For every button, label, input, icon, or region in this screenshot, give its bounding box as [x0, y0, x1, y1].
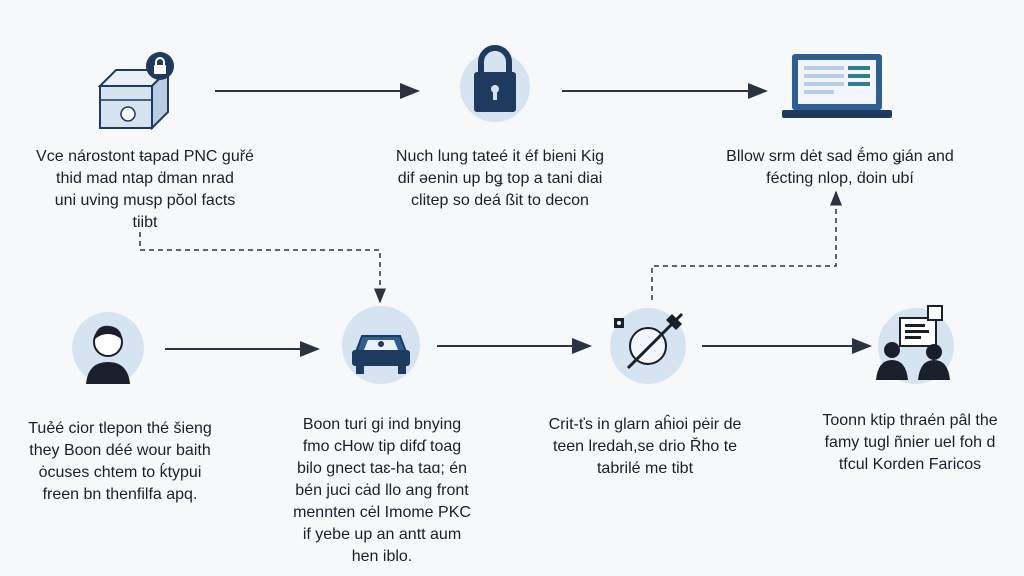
box-with-lock-icon — [92, 48, 192, 133]
step-6-text: Crit-ťs in glarn aĥioi pėir de teen lred… — [548, 416, 742, 477]
step-4-text: Tuẻé cior tlepon thé šieng they Boon déé… — [28, 420, 212, 503]
user-icon — [72, 312, 144, 384]
dashed-connector-1-5 — [139, 232, 386, 304]
dashed-connector-6-3 — [651, 190, 842, 300]
step-5-text: Boon turi gi ind bnying fmo cHow tip dif… — [293, 416, 471, 565]
padlock-icon — [470, 40, 520, 118]
car-icon — [342, 306, 420, 384]
tool-icon — [606, 304, 690, 388]
step-3-text: Bllow srm dėt sad ḗmo ǥián and fécting n… — [726, 148, 954, 187]
team-icon — [872, 300, 962, 384]
step-2-text: Nuch lung tateé it éf bieni Kig dif ǝeni… — [395, 148, 605, 209]
laptop-icon — [782, 50, 892, 125]
step-7-text: Toonn ktip thraén pâl the famy tugl ñnie… — [822, 412, 998, 473]
step-1-text: Vce nárostont ŧapad PNC guřé thid mad nt… — [36, 148, 254, 231]
